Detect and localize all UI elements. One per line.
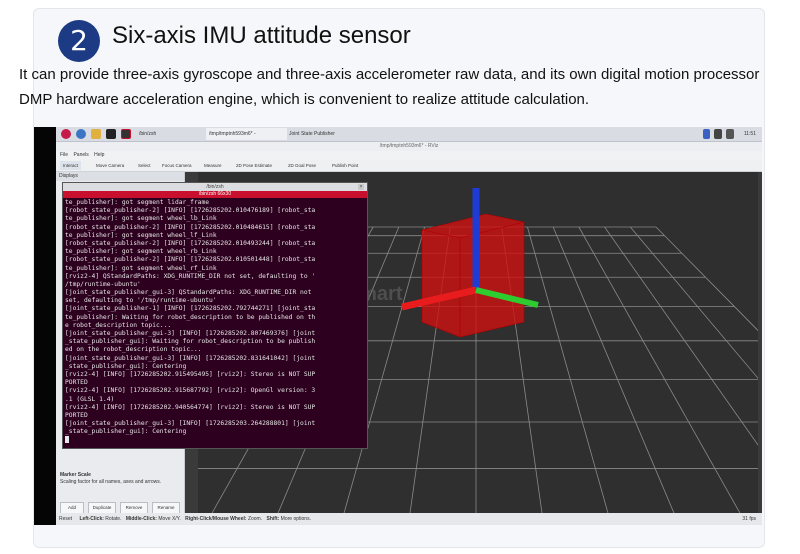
terminal-line: set, defaulting to '/tmp/runtime-ubuntu' <box>65 297 217 305</box>
grid-line <box>655 226 758 332</box>
tool-focus-camera[interactable]: Focus Camera <box>162 163 192 168</box>
rviz-menubar: File Panels Help <box>56 151 762 160</box>
terminal-line: [joint_state_publisher_gui-3] QStandardP… <box>65 289 312 297</box>
terminal-icon[interactable] <box>106 129 116 139</box>
cursor <box>65 436 69 444</box>
status-right-desc: Zoom. <box>247 516 263 522</box>
terminal-line: [rviz2-4] [INFO] [1726285202.915495495] … <box>65 370 316 378</box>
terminal-line: te_publisher]: got segment wheel_lf_Link <box>65 231 217 239</box>
terminal-icon[interactable] <box>121 129 131 139</box>
section-number-badge: 2 <box>58 20 100 62</box>
terminal-line: [joint_state_publisher-1] [INFO] [172628… <box>65 305 316 313</box>
rviz-status-bar: Reset Left-Click: Rotate. Middle-Click: … <box>56 513 762 525</box>
terminal-line: [rviz2-4] [INFO] [1726285202.940564774] … <box>65 403 316 411</box>
terminal-line: te_publisher]: got segment wheel_rf_Link <box>65 264 217 272</box>
grid-line <box>629 226 758 379</box>
marker-scale-title: Marker Scale <box>60 472 91 478</box>
cube-right-face <box>459 221 525 338</box>
terminal-window[interactable]: /bin/zsh × /bin/zsh 66x30 te_publisher]:… <box>62 182 368 449</box>
displays-panel-title: Displays <box>56 172 184 181</box>
terminal-line: te_publisher]: got segment wheel_lb_Link <box>65 215 217 223</box>
close-icon[interactable]: × <box>358 184 364 190</box>
rviz-toolbar: Interact Move Camera Select Focus Camera… <box>56 160 762 172</box>
tool-publish-point[interactable]: Publish Point <box>332 163 359 168</box>
grid-line <box>578 226 744 519</box>
status-left-label: Left-Click: <box>79 516 104 522</box>
terminal-line: [robot_state_publisher-2] [INFO] [172628… <box>65 256 316 264</box>
taskbar-task-zsh[interactable]: /bin/zsh <box>139 131 157 137</box>
cube-front-face <box>421 229 461 338</box>
folder-icon[interactable] <box>91 129 101 139</box>
network-icon[interactable] <box>714 129 722 139</box>
section-title: Six-axis IMU attitude sensor <box>112 22 411 49</box>
terminal-prompt[interactable] <box>65 436 365 444</box>
axis-y <box>475 287 539 308</box>
terminal-title-text: /bin/zsh <box>206 184 224 190</box>
raspberry-icon[interactable] <box>61 129 71 139</box>
status-shift-desc: More options. <box>280 516 311 522</box>
terminal-line: [rviz2-4] [INFO] [1726285202.915687792] … <box>65 387 316 395</box>
grid-line <box>552 226 677 519</box>
terminal-line: [robot_state_publisher-2] [INFO] [172628… <box>65 207 316 215</box>
tool-2d-goal-pose[interactable]: 2D Goal Pose <box>288 163 317 168</box>
terminal-line: .1 (GLSL 1.4) <box>65 395 115 403</box>
status-left-desc: Rotate. <box>105 516 122 522</box>
terminal-line: [joint_state_publisher_gui-3] [INFO] [17… <box>65 420 316 428</box>
taskbar-task-rviz[interactable]: /tmp/tmptnh593m6* - <box>206 128 287 140</box>
terminal-line: te_publisher]: got segment wheel_rb_Link <box>65 248 217 256</box>
terminal-line: /tmp/runtime-ubuntu' <box>65 280 141 288</box>
browser-icon[interactable] <box>76 129 86 139</box>
tool-interact[interactable]: Interact <box>60 161 82 170</box>
menu-help[interactable]: Help <box>94 152 105 158</box>
terminal-line: [joint_state_publisher_gui-3] [INFO] [17… <box>65 330 316 337</box>
taskbar-clock: 11:51 <box>743 131 756 137</box>
menu-file[interactable]: File <box>60 152 69 158</box>
desktop-taskbar: /bin/zsh /tmp/tmptnh593m6* - Joint State… <box>56 127 762 142</box>
status-right-label: Right-Click/Mouse Wheel: <box>185 516 247 522</box>
status-middle-label: Middle-Click: <box>125 516 157 522</box>
terminal-line: _state_publisher_gui]: Centering <box>65 428 187 436</box>
grid-line <box>527 226 611 519</box>
bluetooth-icon[interactable] <box>703 129 710 139</box>
fps-readout: 31 fps <box>742 516 756 522</box>
grid-line <box>604 226 758 446</box>
terminal-title: /bin/zsh × <box>63 183 367 191</box>
terminal-line: te_publisher]: Waiting for robot_descrip… <box>65 313 316 321</box>
tool-measure[interactable]: Measure <box>204 163 222 168</box>
terminal-line: [joint_state_publisher_gui-3] [INFO] [17… <box>65 354 316 362</box>
status-middle-desc: Move X/Y. <box>158 516 181 522</box>
terminal-line: te_publisher]: got segment lidar_frame <box>65 199 210 206</box>
left-black-strip <box>34 127 56 525</box>
tool-move-camera[interactable]: Move Camera <box>96 163 125 168</box>
terminal-line: _state_publisher_gui]: Waiting for robot… <box>65 338 316 346</box>
rviz-screenshot: /bin/zsh /tmp/tmptnh593m6* - Joint State… <box>34 127 762 525</box>
menu-panels[interactable]: Panels <box>73 152 89 158</box>
reset-button[interactable]: Reset <box>59 516 73 522</box>
terminal-line: PORTED <box>65 411 88 419</box>
rviz-window-title: /tmp/tmptnh593m6* - RViz <box>56 142 762 151</box>
tool-2d-pose-estimate[interactable]: 2D Pose Estimate <box>236 163 273 168</box>
status-shift-label: Shift: <box>266 516 280 522</box>
section-description: It can provide three-axis gyroscope and … <box>19 66 760 108</box>
marker-scale-help: Marker Scale Scaling factor for all name… <box>60 472 161 486</box>
taskbar-task-jsp[interactable]: Joint State Publisher <box>289 131 335 137</box>
terminal-line: _state_publisher_gui]: Centering <box>65 362 187 370</box>
terminal-line: [robot_state_publisher-2] [INFO] [172628… <box>65 223 316 231</box>
terminal-output[interactable]: te_publisher]: got segment lidar_frame[r… <box>63 198 367 446</box>
terminal-line: ed on the robot_description topic... <box>65 346 202 354</box>
tool-select[interactable]: Select <box>138 163 151 168</box>
terminal-line: PORTED <box>65 379 88 387</box>
marker-scale-desc: Scaling factor for all names, axes and a… <box>60 479 162 485</box>
terminal-line: [rviz2-4] QStandardPaths: XDG_RUNTIME_DI… <box>65 272 316 280</box>
terminal-line: e robot_description topic... <box>65 321 172 329</box>
terminal-tab[interactable]: /bin/zsh 66x30 <box>63 191 367 198</box>
volume-icon[interactable] <box>726 129 734 139</box>
terminal-line: [robot_state_publisher-2] [INFO] [172628… <box>65 239 316 247</box>
axis-x <box>401 286 477 311</box>
